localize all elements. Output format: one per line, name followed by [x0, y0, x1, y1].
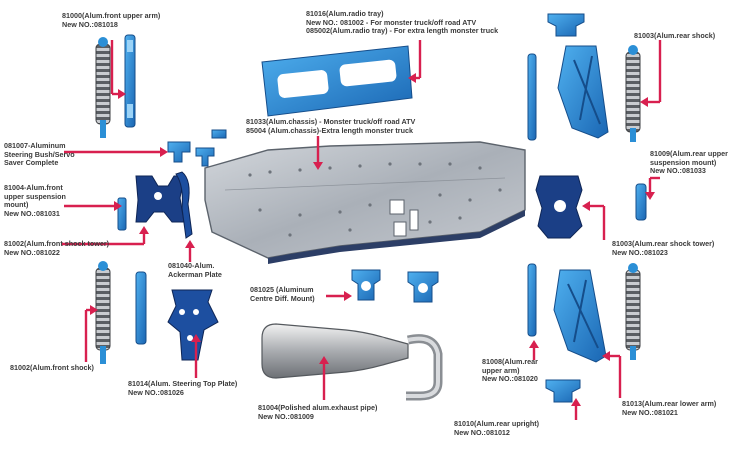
label-rear-shock: 81003(Alum.rear shock)	[634, 31, 716, 41]
label-front-upper-suspension-line1: 81004-Alum.front	[4, 183, 63, 192]
steering-parts	[167, 129, 227, 167]
label-rear-upper-arm-line3: New NO.:081020	[482, 374, 538, 384]
label-rear-shock-tower: 81003(Alum.rear shock tower) New NO.:081…	[612, 239, 715, 257]
label-centre-diff-line2: Centre Diff. Mount)	[250, 293, 315, 303]
label-front-upper-suspension-line4: New NO.:081031	[4, 208, 60, 218]
label-rear-shock-tower-line2: New NO.:081023	[612, 247, 668, 257]
label-front-shock-tower-line1: 81002(Alum.front shock tower)	[4, 239, 110, 248]
rear-upper-suspension-mount	[635, 183, 647, 221]
label-rear-upper-suspension-line1: 81009(Alum.rear upper	[650, 149, 728, 158]
label-rear-upright-line1: 81010(Alum.rear upright)	[454, 419, 540, 428]
label-steering-top-plate: 81014(Alum. Steering Top Plate) New NO.:…	[128, 379, 238, 397]
label-ackerman-line2: Ackerman Plate	[168, 269, 222, 279]
label-front-upper-arm: 81000(Alum.front upper arm) New NO.:0810…	[62, 11, 161, 29]
rear-lower-arm	[553, 269, 607, 363]
rear-lower-arm-top	[557, 45, 609, 139]
label-front-upper-suspension-line3: mount)	[4, 200, 29, 210]
front-upper-suspension-mount	[117, 197, 127, 231]
rear-upright-top	[547, 13, 585, 37]
steering-top-plate	[167, 289, 219, 361]
label-front-shock-line1: 81002(Alum.front shock)	[10, 363, 94, 372]
rear-upper-arm	[527, 53, 537, 141]
rear-shock	[625, 45, 641, 142]
label-steering-line2: Steering Bush/Servo	[4, 149, 75, 159]
label-chassis: 81033(Alum.chassis) - Monster truck/off …	[246, 117, 416, 135]
label-steering-top-plate-line1: 81014(Alum. Steering Top Plate)	[128, 379, 238, 388]
label-rear-upper-suspension-line2: suspension mount)	[650, 157, 717, 167]
label-rear-shock-line1: 81003(Alum.rear shock)	[634, 31, 716, 40]
label-chassis-line2: 85004 (Alum.chassis)-Extra length monste…	[246, 125, 413, 135]
label-radio-tray-line3: 085002(Alum.radio tray) - For extra leng…	[306, 26, 499, 36]
ackerman-plate	[175, 171, 193, 239]
label-rear-upper-arm-line1: 81008(Alum.rear	[482, 357, 538, 366]
label-rear-upper-suspension: 81009(Alum.rear upper suspension mount) …	[650, 149, 728, 176]
front-shock	[95, 261, 111, 364]
centre-diff-mount	[351, 269, 439, 303]
pointer-lines	[62, 40, 662, 420]
label-centre-diff: 081025 (Aluminum Centre Diff. Mount)	[250, 285, 315, 303]
label-ackerman-line1: 081040-Alum.	[168, 261, 215, 270]
label-radio-tray-line2: New NO.: 081002 - For monster truck/off …	[306, 17, 477, 27]
label-steering-line1: 081007-Aluminum	[4, 141, 66, 150]
label-exhaust-line2: New NO.:081009	[258, 411, 314, 421]
label-radio-tray-line1: 81016(Alum.radio tray)	[306, 9, 384, 18]
label-steering: 081007-Aluminum Steering Bush/Servo Save…	[4, 141, 75, 168]
label-steering-line3: Saver Complete	[4, 158, 59, 168]
label-exhaust: 81004(Polished alum.exhaust pipe) New NO…	[258, 403, 378, 421]
rear-shock-lower	[625, 263, 641, 360]
label-rear-lower-arm-line2: New NO.:081021	[622, 407, 678, 417]
chassis-plate	[204, 141, 526, 264]
label-radio-tray: 81016(Alum.radio tray) New NO.: 081002 -…	[306, 9, 499, 36]
front-lower-arm	[135, 271, 147, 345]
label-rear-upper-suspension-line3: New NO.:081033	[650, 166, 706, 176]
label-ackerman: 081040-Alum. Ackerman Plate	[168, 261, 222, 279]
label-front-upper-arm-line2: New NO.:081018	[62, 19, 118, 29]
radio-tray	[261, 45, 413, 117]
label-front-upper-suspension: 81004-Alum.front upper suspension mount)…	[4, 183, 66, 218]
label-front-shock: 81002(Alum.front shock)	[10, 363, 94, 373]
label-centre-diff-line1: 081025 (Aluminum	[250, 285, 314, 294]
rear-upper-arm-lower	[527, 263, 537, 337]
label-exhaust-line1: 81004(Polished alum.exhaust pipe)	[258, 403, 378, 412]
label-front-shock-tower-line2: New NO.:081022	[4, 247, 60, 257]
label-rear-upright: 81010(Alum.rear upright) New NO.:081012	[454, 419, 540, 437]
label-chassis-line1: 81033(Alum.chassis) - Monster truck/off …	[246, 117, 416, 126]
label-rear-upper-arm-line2: upper arm)	[482, 365, 520, 375]
front-shock-tower	[135, 175, 185, 223]
label-front-shock-tower: 81002(Alum.front shock tower) New NO.:08…	[4, 239, 110, 257]
rear-upright	[545, 379, 581, 403]
front-upper-arm	[124, 34, 136, 128]
front-shock-top	[95, 37, 111, 138]
label-rear-upright-line2: New NO.:081012	[454, 427, 510, 437]
label-rear-lower-arm-line1: 81013(Alum.rear lower arm)	[622, 399, 717, 408]
rear-shock-tower	[535, 175, 583, 239]
label-front-upper-suspension-line2: upper suspension	[4, 191, 66, 201]
label-rear-upper-arm: 81008(Alum.rear upper arm) New NO.:08102…	[482, 357, 538, 384]
label-rear-shock-tower-line1: 81003(Alum.rear shock tower)	[612, 239, 715, 248]
label-front-upper-arm-line1: 81000(Alum.front upper arm)	[62, 11, 161, 20]
label-rear-lower-arm: 81013(Alum.rear lower arm) New NO.:08102…	[622, 399, 717, 417]
exhaust-pipe	[261, 323, 443, 401]
label-steering-top-plate-line2: New NO.:081026	[128, 387, 184, 397]
